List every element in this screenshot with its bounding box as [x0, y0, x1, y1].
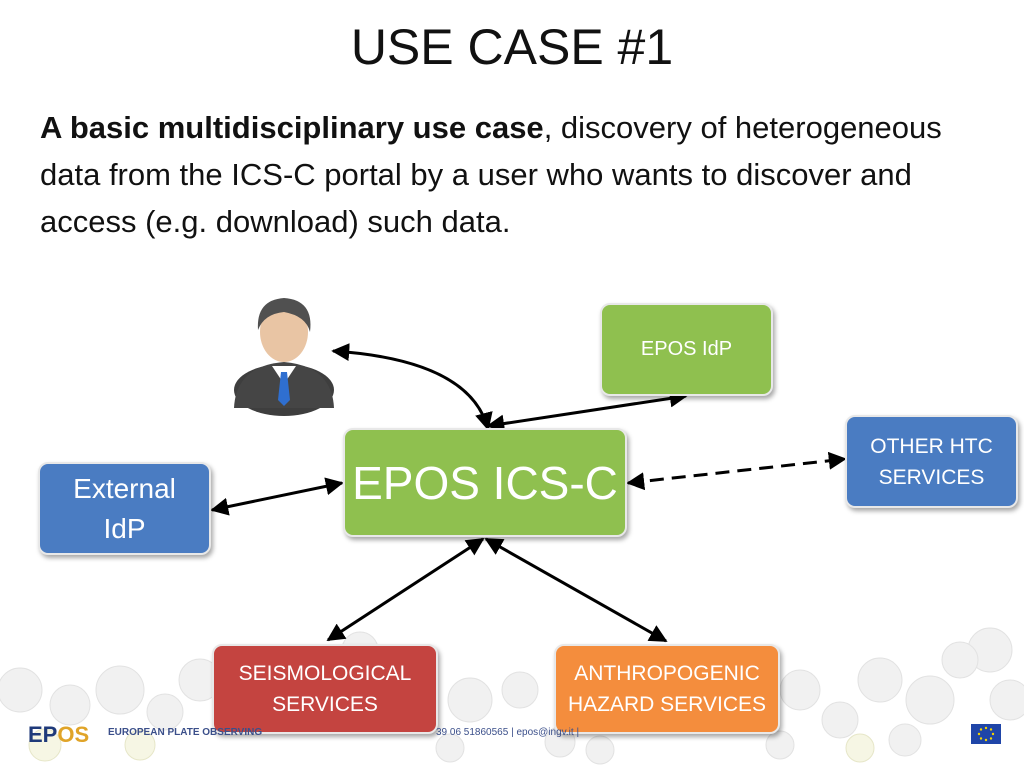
intro-text: A basic multidisciplinary use case, disc…: [40, 104, 990, 245]
node-seismological: SEISMOLOGICAL SERVICES: [212, 644, 438, 734]
node-epos-idp: EPOS IdP: [600, 303, 773, 396]
user-icon: [234, 298, 334, 416]
edge-ics-anthro: [484, 537, 668, 643]
eu-flag-icon: [971, 724, 1001, 744]
logo-os: OS: [57, 722, 90, 747]
node-other-htc: OTHER HTC SERVICES: [845, 415, 1018, 508]
edge-external-ics: [210, 477, 344, 516]
logo-ep: EP: [28, 722, 58, 747]
node-external-idp: External IdP: [38, 462, 211, 555]
node-anthropogenic: ANTHROPOGENIC HAZARD SERVICES: [554, 644, 780, 734]
node-epos-ics-c: EPOS ICS-C: [343, 428, 627, 537]
epos-logo: EPOS: [28, 722, 89, 748]
page-title: USE CASE #1: [350, 19, 674, 75]
footer-org: EUROPEAN PLATE OBSERVING: [108, 727, 263, 738]
intro-rest: , discovery of heterogeneous data from t…: [40, 110, 942, 239]
edge-idp-ics: [486, 389, 688, 433]
edge-ics-htc: [626, 451, 847, 491]
intro-bold: A basic multidisciplinary use case: [40, 110, 544, 145]
footer-contact: 39 06 51860565 | epos@ingv.it |: [436, 727, 580, 738]
edge-user-ics: [331, 343, 493, 431]
edge-ics-seismo: [326, 537, 485, 642]
